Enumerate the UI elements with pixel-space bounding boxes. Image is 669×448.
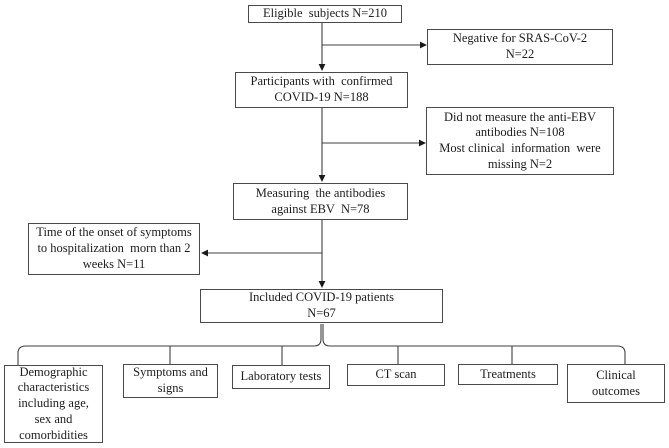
box-included-text: Included COVID-19 patients	[248, 290, 395, 305]
box-treatments-text: Treatments	[480, 366, 536, 381]
box-eligible-subjects: Eligible subjects N=210	[248, 5, 402, 23]
box-not-measured-line2: antibodies N=108	[475, 125, 565, 140]
box-negative-sars-cov-2: Negative for SRAS-CoV-2 N=22	[427, 29, 613, 65]
box-ct-scan-text: CT scan	[375, 367, 417, 382]
box-demographic-line3: including age,	[18, 396, 89, 411]
box-demographic: Demographic characteristics including ag…	[4, 365, 103, 443]
box-ct-scan: CT scan	[347, 364, 445, 386]
box-clinical-line1: Clinical	[596, 367, 636, 382]
box-demographic-line4: sex and	[34, 411, 73, 426]
box-demographic-line2: characteristics	[17, 380, 90, 395]
box-laboratory-text: Laboratory tests	[240, 369, 322, 384]
box-participants-confirmed: Participants with confirmed COVID-19 N=1…	[235, 72, 408, 108]
arrowhead-right-not-measured	[419, 139, 426, 147]
box-clinical-line2: outcomes	[592, 383, 640, 398]
box-treatments: Treatments	[458, 364, 558, 385]
box-eligible-text: Eligible subjects N=210	[262, 6, 388, 21]
box-not-measured-line3: Most clinical information were	[439, 141, 601, 155]
box-not-measured-ebv: Did not measure the anti-EBV antibodies …	[426, 107, 614, 175]
box-measuring-line1: Measuring the antibodies	[255, 185, 386, 200]
connector-included-to-bottom-left	[17, 324, 322, 365]
box-symptoms-signs: Symptoms and signs	[123, 364, 218, 398]
box-participants-count: COVID-19 N=188	[274, 90, 369, 104]
box-onset-time: Time of the onset of symptoms to hospita…	[28, 223, 200, 275]
box-symptoms-line2: signs	[157, 381, 184, 395]
box-onset-line2: to hospitalization morn than 2	[37, 241, 191, 256]
arrowhead-down-measuring	[318, 175, 326, 182]
box-clinical-outcomes: Clinical outcomes	[567, 364, 665, 403]
box-not-measured-line1: Did not measure the anti-EBV	[443, 109, 597, 124]
arrowhead-right-negative	[420, 41, 427, 49]
arrowhead-down-included	[318, 281, 326, 288]
box-negative-text: Negative for SRAS-CoV-2	[452, 31, 588, 46]
box-included-patients: Included COVID-19 patients N=67	[200, 289, 443, 323]
box-demographic-line5: comorbidities	[19, 427, 88, 442]
box-participants-text: Participants with confirmed	[250, 74, 393, 89]
box-measuring-line2: against EBV N=78	[271, 201, 370, 216]
box-demographic-line1: Demographic	[19, 364, 88, 379]
arrowhead-left-onset-time	[201, 249, 208, 257]
box-not-measured-line4: missing N=2	[487, 156, 553, 171]
box-included-count: N=67	[307, 306, 336, 320]
box-measuring-antibodies: Measuring the antibodies against EBV N=7…	[233, 183, 408, 220]
box-symptoms-line1: Symptoms and	[133, 365, 208, 380]
box-onset-line1: Time of the onset of symptoms	[36, 225, 192, 240]
arrowhead-down-participants	[318, 64, 326, 71]
connector-included-to-bottom-right	[322, 324, 626, 364]
box-negative-count: N=22	[505, 47, 535, 61]
box-laboratory-tests: Laboratory tests	[232, 365, 330, 389]
box-onset-line3: weeks N=11	[82, 256, 146, 271]
